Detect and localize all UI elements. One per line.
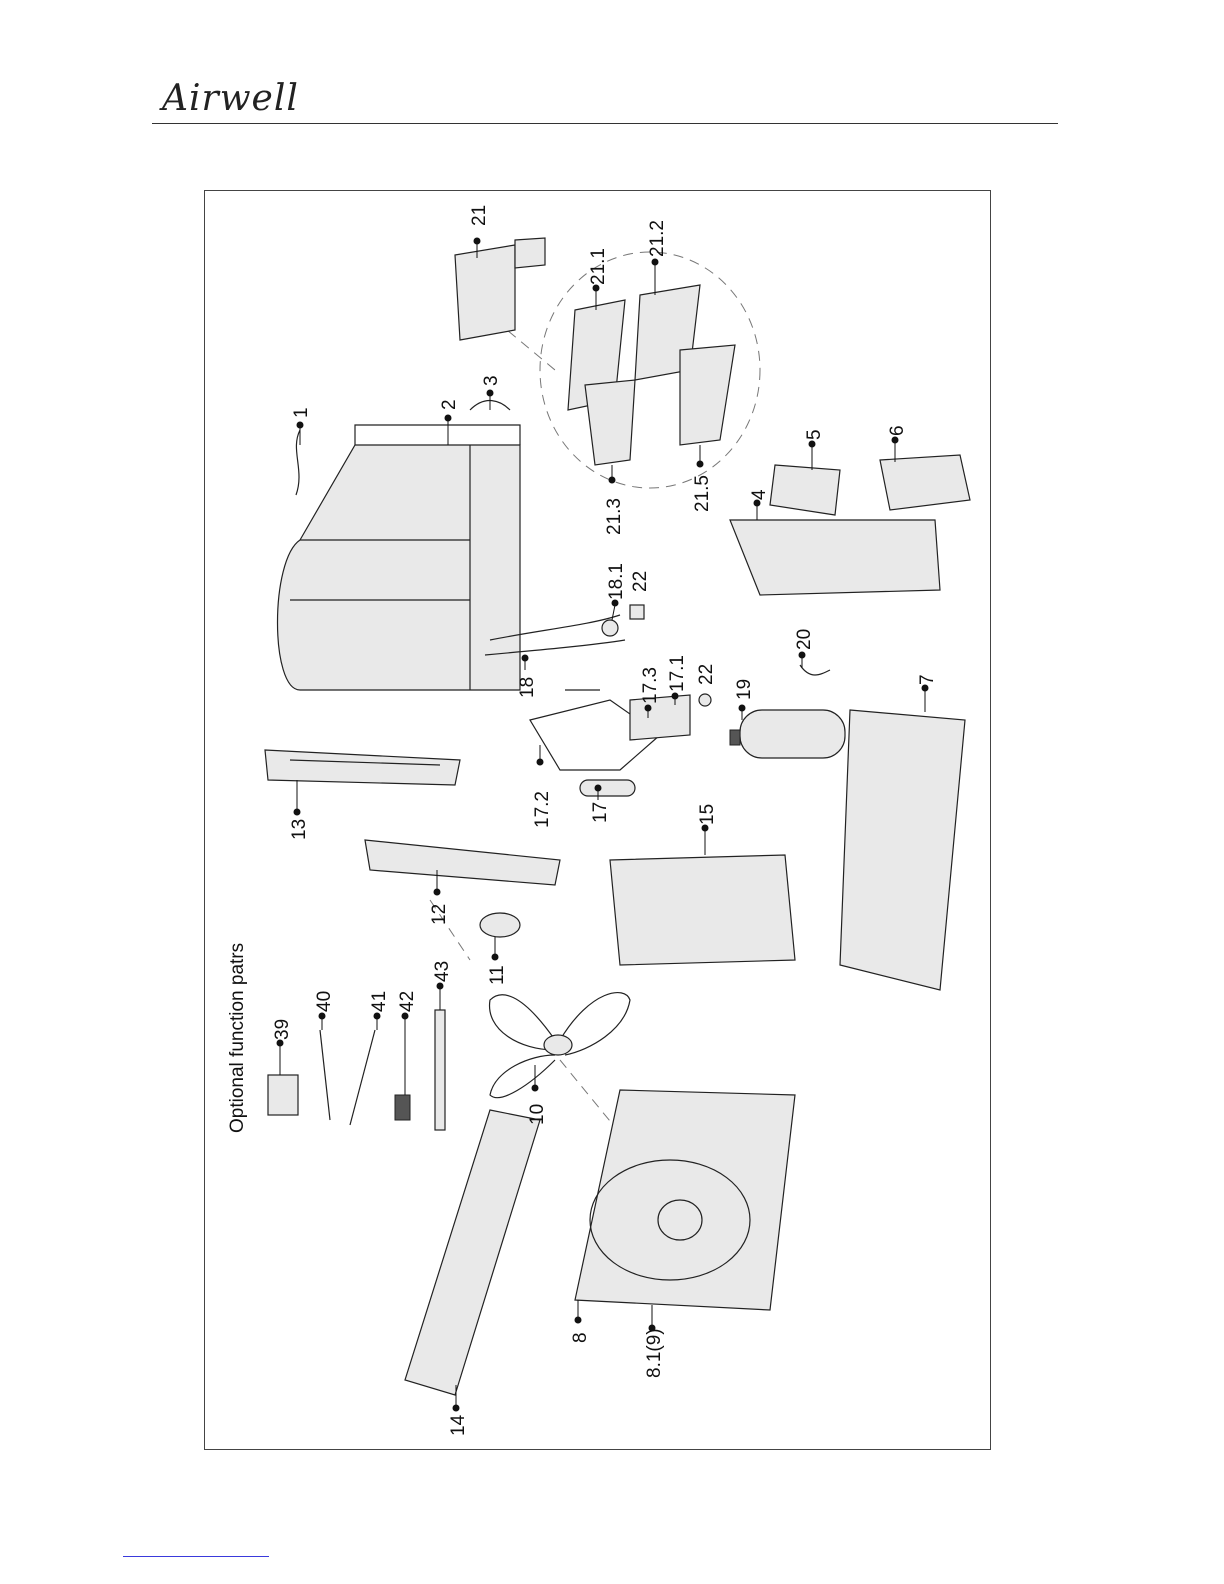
label-8-1: 8.1(9) xyxy=(644,1328,665,1378)
label-21-2: 21.2 xyxy=(647,220,668,257)
label-41: 41 xyxy=(369,991,390,1012)
label-21-3: 21.3 xyxy=(604,498,625,535)
optional-parts-heading: Optional function patrs xyxy=(227,943,248,1133)
label-42: 42 xyxy=(397,991,418,1012)
label-17-1: 17.1 xyxy=(667,655,688,692)
label-22-upper: 22 xyxy=(630,571,651,592)
label-11: 11 xyxy=(487,965,508,985)
label-12: 12 xyxy=(429,904,450,925)
part-12-motor-bracket xyxy=(365,840,560,885)
part-39-pcb xyxy=(268,1075,298,1115)
label-19: 19 xyxy=(734,679,755,700)
part-42-clip xyxy=(395,1095,410,1120)
label-39: 39 xyxy=(272,1019,293,1040)
label-10: 10 xyxy=(527,1104,548,1125)
label-8: 8 xyxy=(570,1332,591,1343)
part-21-3-frame xyxy=(585,380,635,465)
label-4: 4 xyxy=(749,489,770,500)
label-22-lower: 22 xyxy=(696,664,717,685)
part-21-control-box xyxy=(455,238,545,340)
label-2: 2 xyxy=(439,399,460,410)
part-41-heater xyxy=(350,1030,375,1125)
part-8-front-panel xyxy=(575,1090,795,1310)
label-6: 6 xyxy=(887,425,908,436)
part-13-side-plate xyxy=(265,750,460,785)
part-5-reactor xyxy=(770,465,840,515)
label-18-1: 18.1 xyxy=(606,563,627,600)
part-1-pipe xyxy=(296,430,300,495)
part-6-cover xyxy=(880,455,970,510)
label-18: 18 xyxy=(517,677,538,698)
label-21-1: 21.1 xyxy=(588,248,609,285)
label-21-5: 21.5 xyxy=(692,475,713,512)
label-40: 40 xyxy=(314,991,335,1012)
label-20: 20 xyxy=(794,629,815,650)
part-40-cable xyxy=(320,1030,330,1120)
part-20-sensor xyxy=(800,665,830,675)
label-13: 13 xyxy=(289,819,310,840)
label-7: 7 xyxy=(917,674,938,685)
label-17-2: 17.2 xyxy=(532,791,553,828)
label-15: 15 xyxy=(697,804,718,825)
label-17: 17 xyxy=(590,802,611,823)
part-22-nut-upper xyxy=(630,605,644,619)
label-14: 14 xyxy=(448,1414,469,1436)
part-15-partition xyxy=(610,855,795,965)
label-21: 21 xyxy=(469,205,490,226)
part-14-top-cover xyxy=(405,1110,540,1395)
part-7-base-pan xyxy=(840,710,965,990)
part-19-compressor xyxy=(730,710,845,758)
label-1: 1 xyxy=(291,407,312,418)
part-43-heater-belt xyxy=(435,1010,445,1130)
part-2-condenser xyxy=(278,425,521,690)
part-21-5-box xyxy=(680,345,735,445)
part-11-fan-motor xyxy=(480,913,520,937)
label-5: 5 xyxy=(804,429,825,440)
label-43: 43 xyxy=(432,961,453,982)
label-3: 3 xyxy=(481,375,502,386)
label-17-3: 17.3 xyxy=(640,667,661,704)
part-4-side-panel xyxy=(730,520,940,595)
part-22-nut-lower xyxy=(699,694,711,706)
part-10-fan-blade xyxy=(490,993,630,1098)
